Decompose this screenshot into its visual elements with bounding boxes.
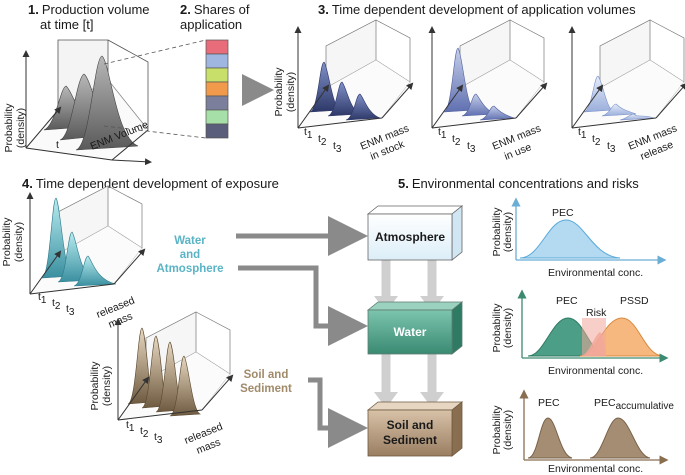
distribution-curve [443, 47, 476, 113]
flow-arrows [236, 216, 368, 448]
panel-4a-labels: t1 t2 t3 released mass [38, 291, 137, 331]
svg-text:Atmosphere: Atmosphere [156, 263, 223, 275]
panel-1-ylabel-line1: Probability [3, 103, 15, 153]
connector-dashed-bottom [103, 125, 207, 139]
svg-text:Soil and: Soil and [387, 418, 434, 432]
panel-4a-ylabel-line1: Probability [1, 217, 13, 267]
section-5-title: 5.Environmental concentrations and risks [398, 176, 639, 191]
svg-text:t3: t3 [607, 140, 616, 155]
svg-text:t1: t1 [304, 126, 313, 141]
atmosphere-box: Atmosphere [366, 205, 464, 261]
distribution-curve [73, 255, 117, 287]
panel-4b-ylabel-line2: (density) [101, 366, 113, 406]
arrow-to-water [238, 265, 368, 346]
svg-text:t2: t2 [318, 133, 327, 148]
distribution-curve [619, 113, 655, 121]
distribution-curve [601, 103, 637, 117]
panel-1-production-plot [22, 39, 152, 166]
section-3-title: 3.Time dependent development of applicat… [318, 2, 636, 17]
panel-3-release-plot [568, 19, 685, 129]
risk-2-ylabel-line1: Probability [491, 303, 503, 353]
distribution-curve [479, 105, 515, 121]
risk-1-pec-label: PEC [552, 207, 574, 219]
section-4-title: 4.Time dependent development of exposure [22, 176, 279, 191]
risk-1-ylabel-line2: (density) [502, 212, 514, 252]
svg-text:t2: t2 [592, 133, 601, 148]
panel-4a-ylabel-line2: (density) [13, 222, 25, 262]
soil-sediment-box: Soil and Sediment [366, 401, 464, 457]
svg-text:t1: t1 [578, 126, 587, 141]
panel-4b-ylabel-line1: Probability [89, 361, 101, 411]
water-box: Water [366, 301, 464, 355]
svg-text:Soil and: Soil and [244, 369, 289, 381]
panel-3-ylabel-line2: (density) [285, 72, 297, 112]
svg-text:t3: t3 [66, 303, 75, 318]
svg-text:Water: Water [394, 325, 427, 339]
soil-sediment-flow-label: Soil and Sediment [240, 369, 292, 395]
panel-3-stock-labels: t1 t2 t3 ENM mass in stock [304, 122, 411, 162]
svg-text:t3: t3 [333, 140, 342, 155]
risk-3-pec-label: PEC [538, 397, 560, 409]
section-1-title-line1: 1.Production volume [28, 2, 150, 17]
panel-3-stock-plot [294, 19, 414, 129]
section-2-title-line2: application [180, 17, 242, 32]
water-atmosphere-flow-label: Water and Atmosphere [156, 235, 223, 275]
share-segment [205, 95, 229, 111]
share-segment [205, 39, 229, 55]
svg-text:t2: t2 [140, 425, 149, 440]
panel-4-water-exposure-plot [26, 185, 146, 295]
panel-3-ylabel-line1: Probability [273, 67, 285, 117]
share-segment [205, 81, 229, 97]
section-2-title-line1: 2.Shares of [180, 2, 250, 17]
share-segment [205, 53, 229, 69]
share-segment [205, 67, 229, 83]
risk-2-risk-label: Risk [586, 307, 607, 319]
panel-1-t-label: t [56, 139, 59, 151]
svg-text:Sediment: Sediment [240, 383, 292, 395]
panel-3-use-plot [428, 19, 548, 129]
svg-text:and: and [180, 249, 200, 261]
svg-text:t1: t1 [38, 291, 47, 306]
risk-3-ylabel-line1: Probability [491, 405, 503, 455]
risk-3-ylabel-line2: (density) [502, 410, 514, 450]
risk-1-ylabel-line1: Probability [491, 207, 503, 257]
svg-text:Water: Water [174, 235, 206, 247]
share-segment [205, 123, 229, 139]
application-share-bar [205, 39, 229, 139]
risk-3-xlabel: Environmental conc. [548, 463, 643, 475]
risk-panel-atmosphere [511, 197, 667, 265]
distribution-curve [169, 355, 202, 417]
svg-text:t2: t2 [452, 133, 461, 148]
svg-text:t3: t3 [154, 431, 163, 446]
svg-text:Atmosphere: Atmosphere [375, 230, 445, 244]
panel-3-release-labels: t1 t2 t3 ENM mass release [578, 122, 679, 162]
share-segment [205, 109, 229, 125]
risk-2-pec-label: PEC [556, 295, 578, 307]
panel-3-use-labels: t1 t2 t3 ENM mass in use [438, 122, 543, 162]
panel-1-ylabel-line2: (density) [15, 108, 27, 148]
risk-panel-water [517, 289, 669, 363]
svg-text:Sediment: Sediment [383, 433, 437, 447]
svg-text:t2: t2 [52, 297, 61, 312]
svg-text:t1: t1 [126, 419, 135, 434]
section-1-title-line2: at time [t] [40, 17, 93, 32]
risk-3-pec-accumulative-label: PECaccumulative [594, 397, 674, 412]
risk-panel-soil [519, 389, 669, 465]
panel-4-soil-exposure-plot [114, 311, 234, 421]
panel-4b-labels: t1 t2 t3 released mass [126, 419, 225, 457]
connector-dashed-top [103, 39, 207, 65]
svg-text:t1: t1 [438, 126, 447, 141]
svg-text:t3: t3 [467, 140, 476, 155]
risk-2-ylabel-line2: (density) [502, 308, 514, 348]
risk-2-xlabel: Environmental conc. [548, 365, 643, 377]
distribution-curve [345, 93, 381, 121]
risk-1-xlabel: Environmental conc. [548, 267, 643, 279]
arrow-to-soil [308, 377, 368, 448]
risk-2-pssd-label: PSSD [620, 295, 649, 307]
